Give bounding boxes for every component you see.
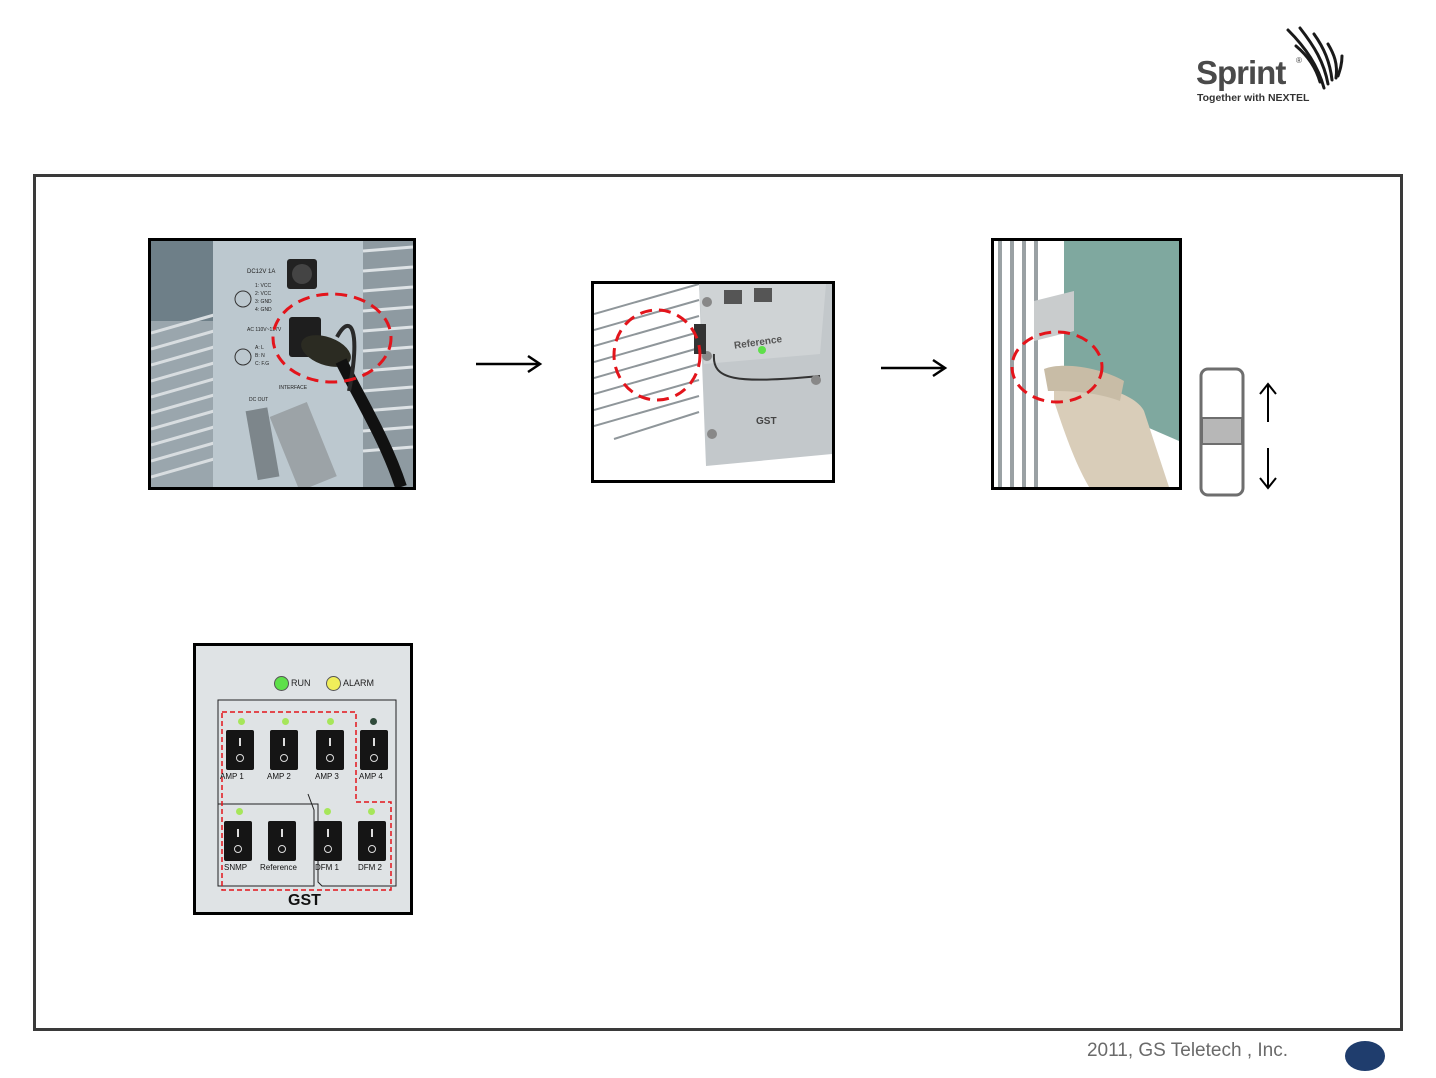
heatsink-left — [151, 313, 221, 487]
alarm-led-icon — [326, 676, 341, 691]
arrow-right-icon — [879, 357, 951, 379]
arrow-up-icon — [1260, 384, 1276, 422]
switch-amp2[interactable] — [270, 730, 298, 770]
sprint-logo: Sprint ® Together with NEXTEL — [1190, 26, 1360, 108]
pin-a: A: L — [255, 345, 264, 351]
switch-label: DFM 1 — [315, 863, 339, 872]
page-number-badge — [1345, 1041, 1385, 1071]
photo-power-connector: DC12V 1A 1: VCC 2: VCC 3: GND 4: GND AC … — [148, 238, 416, 490]
photo-switch-toggle — [991, 238, 1182, 490]
run-led-icon — [274, 676, 289, 691]
switch-label: AMP 1 — [220, 772, 244, 781]
status-led-icon — [327, 718, 334, 725]
logo-registered-mark: ® — [1296, 56, 1302, 65]
switch-dfm2[interactable] — [358, 821, 386, 861]
logo-tagline: Together with NEXTEL — [1197, 92, 1309, 104]
status-led-icon — [370, 718, 377, 725]
switch-snmp[interactable] — [224, 821, 252, 861]
switch-label: DFM 2 — [358, 863, 382, 872]
run-label: RUN — [291, 678, 311, 688]
switch-label: AMP 2 — [267, 772, 291, 781]
pin-1: 1: VCC — [255, 283, 272, 289]
pin-2: 2: VCC — [255, 291, 272, 297]
sprint-wings-icon — [1278, 26, 1358, 96]
switch-label: SNMP — [224, 863, 247, 872]
switch-dfm1[interactable] — [314, 821, 342, 861]
alarm-label: ALARM — [343, 678, 374, 688]
arrow-down-icon — [1260, 448, 1276, 488]
switch-label: AMP 3 — [315, 772, 339, 781]
switch-label: AMP 4 — [359, 772, 383, 781]
status-led-icon — [238, 718, 245, 725]
panel-brand: GST — [288, 892, 321, 910]
label-interface: INTERFACE — [279, 385, 308, 391]
rocker-switch-diagram-icon — [1196, 364, 1288, 498]
status-led-icon — [236, 808, 243, 815]
module-brand: GST — [756, 416, 777, 427]
switch-reference[interactable] — [268, 821, 296, 861]
photo-reference-module: Reference GST — [591, 281, 835, 483]
status-led-icon — [324, 808, 331, 815]
arrow-right-icon — [474, 353, 546, 375]
pin-c: C: F.G — [255, 361, 269, 367]
label-dc-out: DC OUT — [249, 397, 268, 403]
logo-wordmark: Sprint — [1196, 54, 1285, 92]
label-ac: AC 110V~127V — [247, 327, 282, 333]
label-dc12v: DC12V 1A — [247, 269, 275, 275]
footer-copyright: 2011, GS Teletech , Inc. — [1087, 1040, 1288, 1062]
pin-3: 3: GND — [255, 299, 272, 305]
photo-switch-panel: RUN ALARM AMP 1 AMP 2 AMP 3 AMP 4 SNMP R… — [193, 643, 413, 915]
status-led-icon — [282, 718, 289, 725]
switch-amp1[interactable] — [226, 730, 254, 770]
pin-4: 4: GND — [255, 307, 272, 313]
switch-label: Reference — [260, 863, 297, 872]
switch-amp4[interactable] — [360, 730, 388, 770]
pin-b: B: N — [255, 353, 265, 359]
switch-amp3[interactable] — [316, 730, 344, 770]
status-led-icon — [368, 808, 375, 815]
